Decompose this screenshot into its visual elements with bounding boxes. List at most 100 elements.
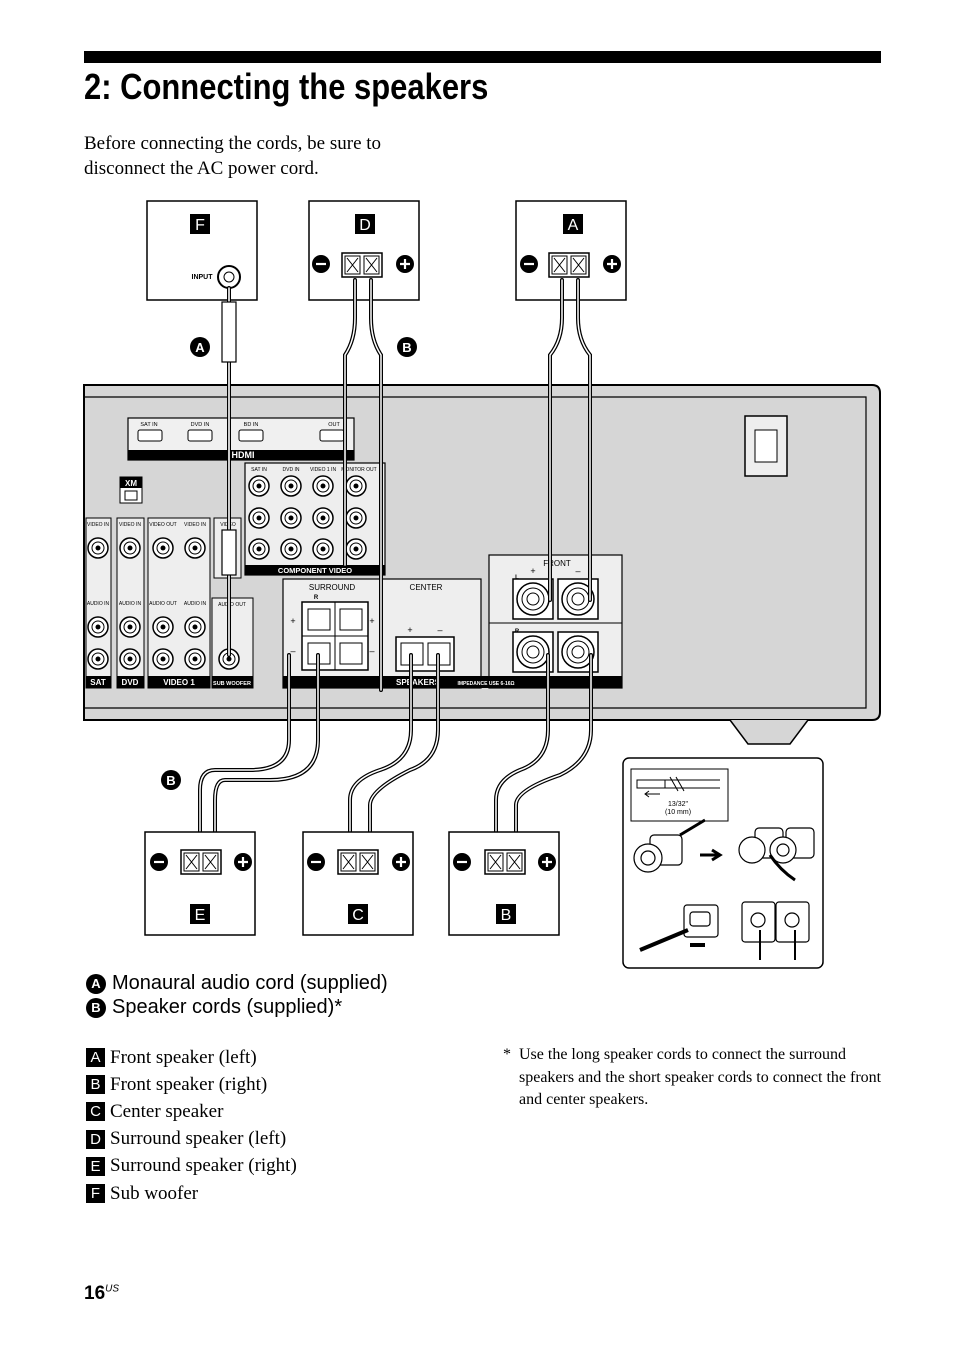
center-box: C	[302, 831, 414, 936]
svg-text:–: –	[290, 646, 295, 656]
connection-diagram: F INPUT D A A B HDMI	[83, 200, 881, 969]
svg-text:DVD IN: DVD IN	[283, 467, 300, 473]
legend-cord-a: A Monaural audio cord (supplied)	[86, 972, 388, 995]
page-number: 16US	[84, 1283, 120, 1304]
svg-text:–: –	[575, 566, 580, 576]
surround-label: SURROUND	[309, 583, 355, 592]
surround-right-box: E	[144, 831, 256, 936]
svg-text:OUT: OUT	[328, 422, 340, 428]
plus-icon	[390, 851, 412, 873]
svg-text:MONITOR OUT: MONITOR OUT	[341, 467, 376, 473]
impedance-label: IMPEDANCE USE 6-16Ω	[457, 681, 514, 687]
svg-text:+: +	[530, 566, 535, 576]
front-right-box: B	[448, 831, 560, 936]
intro-text: Before connecting the cords, be sure to …	[84, 133, 382, 179]
hdmi-dvd-in-port	[187, 429, 213, 442]
page-suffix: US	[105, 1283, 120, 1295]
section-sub-woofer: SUB WOOFER	[213, 681, 251, 687]
surround-left-box: D	[308, 200, 420, 301]
cord-marker-a: A	[190, 337, 210, 357]
cord-b-marker: B	[86, 997, 106, 1018]
plus-icon	[601, 253, 623, 275]
front-label: FRONT	[543, 559, 571, 568]
svg-text:BD IN: BD IN	[244, 422, 259, 428]
svg-text:AUDIO IN: AUDIO IN	[119, 601, 142, 607]
cord-a-label: Monaural audio cord (supplied)	[112, 972, 388, 994]
front-left-terminal	[548, 252, 590, 278]
cord-marker-b-top: B	[397, 337, 417, 357]
svg-text:B: B	[402, 340, 411, 355]
header-rule	[84, 51, 881, 63]
svg-text:SAT IN: SAT IN	[140, 422, 157, 428]
svg-text:–: –	[369, 646, 374, 656]
svg-text:A: A	[195, 340, 205, 355]
svg-text:SAT IN: SAT IN	[251, 467, 267, 473]
svg-text:DVD IN: DVD IN	[191, 422, 210, 428]
receiver-rear-panel: HDMI SAT IN DVD IN BD IN OUT XM COMPONEN…	[83, 384, 881, 745]
cord-marker-b-bottom: B	[161, 770, 181, 790]
footnote: * Use the long speaker cords to connect …	[503, 1044, 883, 1112]
front-left-box: A	[515, 200, 627, 301]
letter-e: E	[195, 907, 206, 924]
svg-text:AUDIO OUT: AUDIO OUT	[218, 602, 246, 608]
section-sat: SAT	[90, 678, 106, 687]
svg-text:VIDEO OUT: VIDEO OUT	[149, 522, 177, 528]
svg-text:VIDEO IN: VIDEO IN	[119, 522, 141, 528]
footnote-text: Use the long speaker cords to connect th…	[519, 1046, 882, 1108]
svg-text:VIDEO 1 IN: VIDEO 1 IN	[310, 467, 337, 473]
plus-icon	[394, 253, 416, 275]
hdmi-sat-in-port	[137, 429, 163, 442]
plus-icon	[232, 851, 254, 873]
svg-text:R: R	[314, 595, 319, 601]
minus-icon	[305, 851, 327, 873]
svg-text:VIDEO IN: VIDEO IN	[87, 522, 109, 528]
svg-text:AUDIO OUT: AUDIO OUT	[149, 601, 177, 607]
cords	[198, 278, 593, 857]
hdmi-bd-in-port	[238, 429, 264, 442]
letter-a: A	[568, 217, 579, 234]
page-title: 2: Connecting the speakers	[84, 66, 489, 107]
speakers-label: SPEAKERS	[396, 678, 441, 687]
section-dvd: DVD	[122, 678, 139, 687]
front-l-plus-post	[512, 578, 554, 620]
minus-icon	[518, 253, 540, 275]
minus-icon	[148, 851, 170, 873]
section-video1: VIDEO 1	[163, 678, 195, 687]
hdmi-label: HDMI	[232, 450, 255, 460]
svg-text:+: +	[407, 625, 412, 635]
minus-icon	[310, 253, 332, 275]
sub-input-label: INPUT	[192, 274, 214, 281]
strip-length-inch: 13/32"	[668, 801, 689, 808]
letter-d: D	[359, 217, 371, 234]
cord-b-label: Speaker cords (supplied)*	[112, 996, 343, 1018]
svg-text:+: +	[369, 616, 374, 626]
plus-icon	[536, 851, 558, 873]
letter-f-badge	[190, 214, 210, 234]
wire-strip-inset: 13/32" (10 mm)	[622, 757, 824, 969]
xm-label: XM	[125, 479, 137, 488]
component-video-label: COMPONENT VIDEO	[278, 566, 352, 575]
svg-text:B: B	[166, 773, 175, 788]
letter-b: B	[501, 907, 512, 924]
footnote-star: *	[503, 1046, 511, 1063]
center-label: CENTER	[410, 583, 443, 592]
svg-text:L: L	[515, 575, 519, 581]
sub-woofer-box: F INPUT	[146, 200, 258, 301]
surround-left-terminal	[341, 252, 383, 278]
cord-a-marker: A	[86, 973, 106, 994]
hdmi-out-port	[319, 429, 345, 442]
svg-text:AUDIO IN: AUDIO IN	[87, 601, 110, 607]
svg-text:VIDEO IN: VIDEO IN	[184, 522, 206, 528]
svg-text:AUDIO IN: AUDIO IN	[184, 601, 207, 607]
svg-text:+: +	[290, 616, 295, 626]
strip-length-mm: (10 mm)	[665, 809, 691, 816]
svg-text:–: –	[437, 625, 442, 635]
minus-icon	[451, 851, 473, 873]
